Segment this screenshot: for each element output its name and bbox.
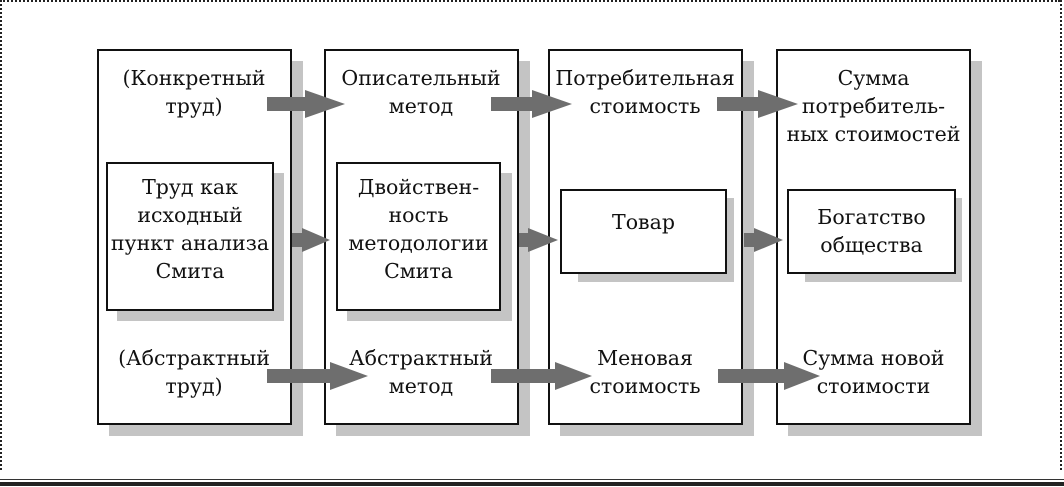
frame-bottom-rule-thick [0,482,1064,486]
column-method-bottom-text: Абстрактный метод [349,346,493,398]
column-wealth-bottom-text: Сумма новой стоимости [802,346,945,398]
inner-wealth-text: Богатство общества [817,205,926,257]
column-method-top-text: Описательный метод [341,66,501,118]
frame-left-dotted-border [0,0,2,470]
inner-method-text: Двойствен- ность методологии Смита [348,175,489,283]
arrow-bottom-2 [491,362,592,390]
column-wealth-top-text: Сумма потребитель- ных стоимостей [786,66,961,146]
arrow-top-1 [267,90,345,118]
arrow-mid-2 [519,228,558,252]
inner-box-labor [106,162,274,311]
column-labor-top-text: (Конкретный труд) [122,66,266,118]
frame-bottom-rule-thin [0,479,1064,480]
arrow-mid-1 [292,228,330,252]
inner-labor-text: Труд как исходный пункт анализа Смита [110,175,270,283]
inner-box-wealth [787,189,956,274]
arrow-top-2 [491,90,572,118]
inner-box-method [336,162,501,311]
arrow-bottom-1 [267,362,368,390]
arrow-bottom-3 [718,362,820,390]
column-labor-bottom-text: (Абстрактный труд) [118,346,270,398]
frame-top-dotted-border [0,0,1060,2]
arrow-mid-3 [744,228,783,252]
frame-right-dotted-border [1060,0,1062,470]
inner-box-goods [560,189,727,274]
column-value-bottom-text: Меновая стоимость [589,346,701,398]
arrow-top-3 [717,90,798,118]
inner-goods-text: Товар [612,210,675,234]
column-value-top-text: Потребительная стоимость [555,66,735,118]
